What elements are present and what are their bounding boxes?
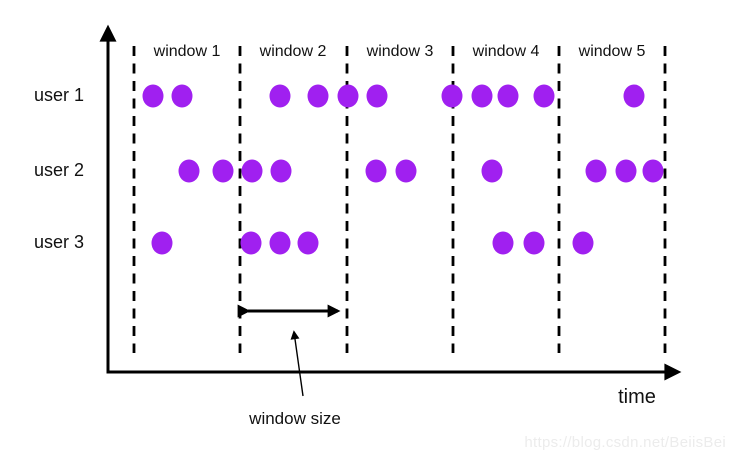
event-dot-user2 <box>212 159 234 183</box>
event-dot-user2 <box>481 159 503 183</box>
event-dot-user2 <box>178 159 200 183</box>
event-dot-user1 <box>337 84 359 108</box>
event-dot-user1 <box>441 84 463 108</box>
event-dot-user1 <box>307 84 329 108</box>
event-dot-user3 <box>572 231 594 255</box>
event-dot-user1 <box>171 84 193 108</box>
event-dot-user2 <box>365 159 387 183</box>
event-dot-user2 <box>395 159 417 183</box>
event-dot-user1 <box>366 84 388 108</box>
event-dot-user3 <box>269 231 291 255</box>
event-dot-user3 <box>151 231 173 255</box>
event-dot-user1 <box>142 84 164 108</box>
event-dot-user2 <box>615 159 637 183</box>
event-dot-user2 <box>585 159 607 183</box>
event-dot-user1 <box>623 84 645 108</box>
event-dot-user1 <box>269 84 291 108</box>
event-dot-user1 <box>533 84 555 108</box>
event-dot-user3 <box>297 231 319 255</box>
event-dot-user1 <box>497 84 519 108</box>
event-dot-user3 <box>492 231 514 255</box>
event-dot-user3 <box>240 231 262 255</box>
event-dot-user1 <box>471 84 493 108</box>
window-size-pointer-arrow <box>290 330 304 397</box>
event-dot-user2 <box>270 159 292 183</box>
event-dot-user2 <box>642 159 664 183</box>
event-dot-user2 <box>241 159 263 183</box>
event-dot-user3 <box>523 231 545 255</box>
